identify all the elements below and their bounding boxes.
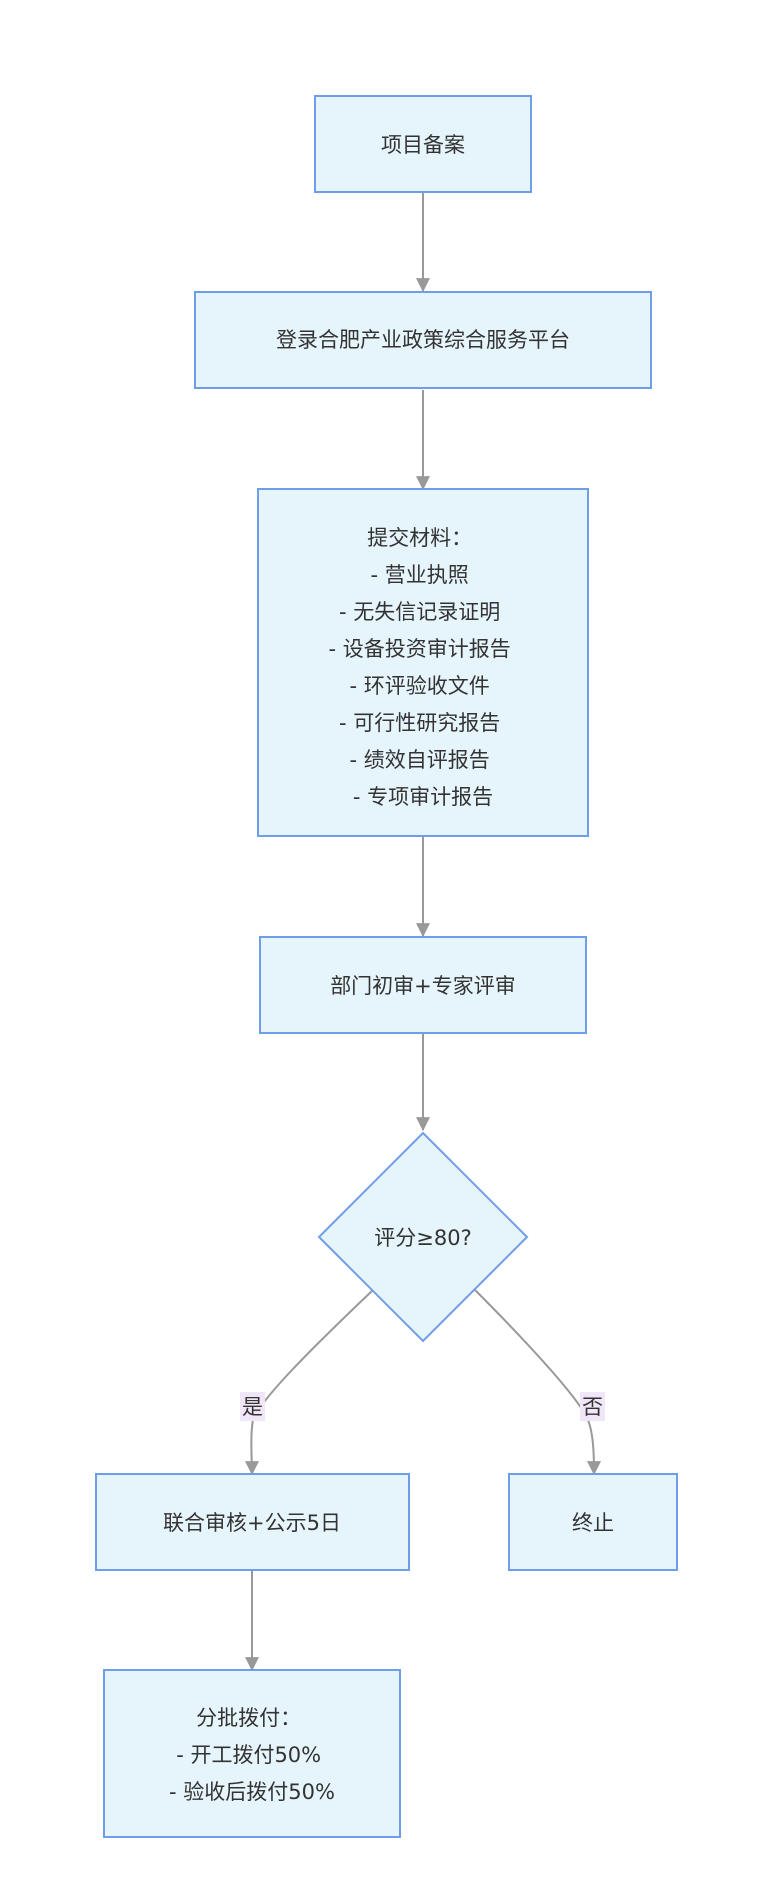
node-terminate-label: 终止 bbox=[572, 1511, 614, 1535]
node-payment: 分批拨付： - 开工拨付50% - 验收后拨付50% bbox=[103, 1669, 401, 1838]
node-login-box bbox=[194, 291, 652, 389]
node-record-line-1: 项目备案 bbox=[381, 133, 465, 157]
node-materials-line-3: - 无失信记录证明 bbox=[339, 600, 500, 624]
node-joint-line-1: 联合审核+公示5日 bbox=[163, 1511, 341, 1535]
node-terminate-box bbox=[508, 1473, 678, 1571]
node-materials-line-2: - 营业执照 bbox=[371, 563, 469, 587]
edge-label-no: 否 bbox=[580, 1392, 605, 1421]
edge-label-yes: 是 bbox=[240, 1392, 265, 1421]
node-materials-line-5: - 环评验收文件 bbox=[350, 674, 490, 698]
node-materials-line-7: - 绩效自评报告 bbox=[350, 748, 490, 772]
node-record-box bbox=[314, 95, 532, 193]
node-decision: 评分≥80? bbox=[317, 1131, 529, 1343]
node-materials-line-6: - 可行性研究报告 bbox=[339, 711, 500, 735]
node-decision-line-1: 评分≥80? bbox=[374, 1226, 471, 1250]
node-materials-line-4: - 设备投资审计报告 bbox=[329, 637, 511, 661]
node-login: 登录合肥产业政策综合服务平台 bbox=[194, 291, 652, 389]
node-payment-line-3: - 验收后拨付50% bbox=[169, 1780, 335, 1804]
node-decision-diamond bbox=[317, 1131, 529, 1343]
node-review-box bbox=[259, 936, 587, 1034]
node-materials-label: 提交材料： - 营业执照 - 无失信记录证明 - 设备投资审计报告 - 环评验收… bbox=[329, 526, 518, 809]
node-materials: 提交材料： - 营业执照 - 无失信记录证明 - 设备投资审计报告 - 环评验收… bbox=[257, 488, 589, 837]
edge-label-no-bg bbox=[580, 1392, 605, 1421]
node-payment-line-1: 分批拨付： bbox=[196, 1706, 301, 1730]
edge-decision-to-terminate bbox=[474, 1289, 601, 1476]
node-review-label: 部门初审+专家评审 bbox=[330, 974, 516, 998]
node-payment-line-2: - 开工拨付50% bbox=[176, 1743, 321, 1767]
node-record: 项目备案 bbox=[314, 95, 532, 193]
node-joint: 联合审核+公示5日 bbox=[95, 1473, 410, 1571]
node-payment-box bbox=[103, 1669, 401, 1838]
edge-decision-to-joint bbox=[244, 1289, 374, 1476]
node-materials-line-1: 提交材料： bbox=[367, 526, 472, 550]
edges bbox=[244, 193, 601, 1672]
edge-label-no-text: 否 bbox=[582, 1395, 603, 1419]
node-materials-line-8: - 专项审计报告 bbox=[353, 785, 493, 809]
node-record-label: 项目备案 bbox=[381, 133, 465, 157]
edge-label-yes-bg bbox=[240, 1392, 265, 1421]
node-terminate-line-1: 终止 bbox=[572, 1511, 614, 1535]
node-joint-label: 联合审核+公示5日 bbox=[163, 1511, 341, 1535]
node-joint-box bbox=[95, 1473, 410, 1571]
node-terminate: 终止 bbox=[508, 1473, 678, 1571]
node-login-line-1: 登录合肥产业政策综合服务平台 bbox=[276, 328, 570, 352]
node-review: 部门初审+专家评审 bbox=[259, 936, 587, 1034]
node-login-label: 登录合肥产业政策综合服务平台 bbox=[276, 328, 570, 352]
edge-label-yes-text: 是 bbox=[242, 1395, 263, 1419]
node-materials-box bbox=[257, 488, 589, 837]
node-decision-label: 评分≥80? bbox=[374, 1226, 471, 1250]
node-review-line-1: 部门初审+专家评审 bbox=[330, 974, 516, 998]
node-payment-label: 分批拨付： - 开工拨付50% - 验收后拨付50% bbox=[169, 1706, 335, 1804]
